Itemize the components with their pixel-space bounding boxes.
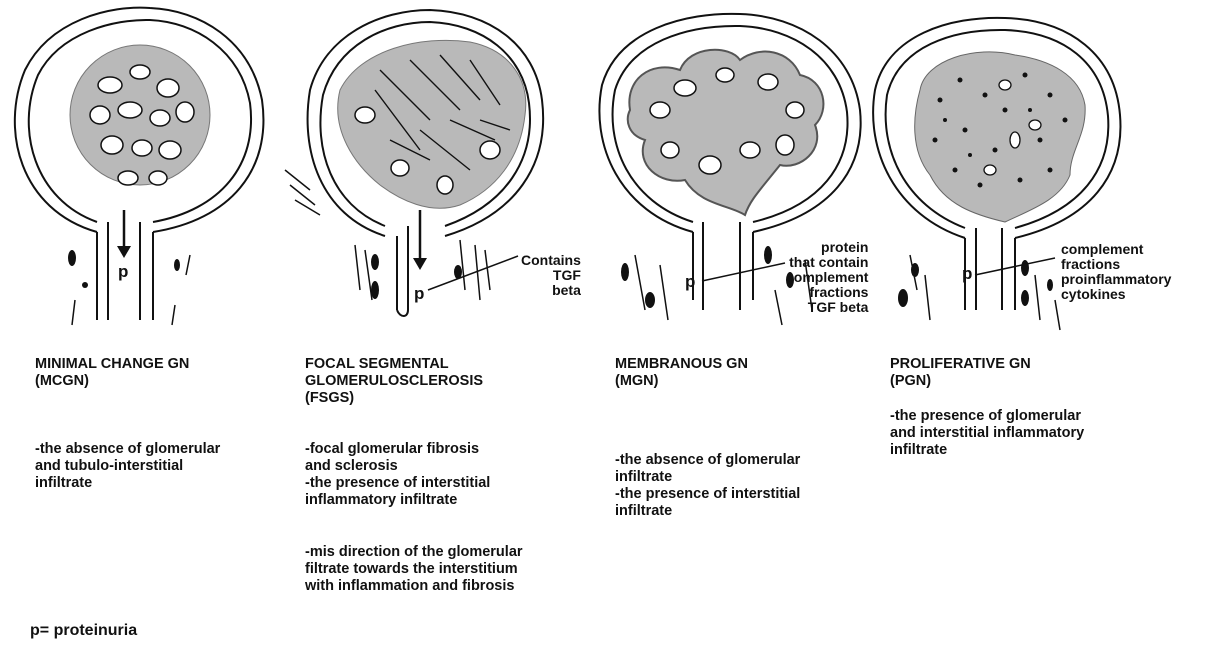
mcgn-glomerulus-drawing [0,0,300,340]
panel-description: -the absence of glomerular infiltrate -t… [615,452,800,520]
proteinuria-marker: p [685,272,695,292]
panel-mgn: p protein that contain complement fracti… [590,0,890,646]
panel-fsgs: p Contains TGF beta FOCAL SEGMENTAL GLOM… [280,0,580,646]
panel-pgn: p complement fractions proinflammatory c… [865,0,1165,646]
panel-title: FOCAL SEGMENTAL GLOMERULOSCLEROSIS (FSGS… [305,356,483,407]
glomerular-tuft [338,40,526,208]
panel-description: -the absence of glomerular and tubulo-in… [35,441,220,492]
legend-proteinuria: p= proteinuria [30,622,137,640]
panel-description: -focal glomerular fibrosis and sclerosis… [305,441,490,509]
panel-title: MINIMAL CHANGE GN (MCGN) [35,356,189,390]
panel-mcgn: p MINIMAL CHANGE GN (MCGN) -the absence … [0,0,300,646]
proteinuria-marker: p [118,262,128,282]
complement-tgf-annotation: protein that contain complement fraction… [786,240,868,315]
panel-title: MEMBRANOUS GN (MGN) [615,356,748,390]
tgf-beta-annotation: Contains TGF beta [521,253,581,298]
glomerular-tuft [915,52,1085,222]
proteinuria-marker: p [414,284,424,304]
panel-title: PROLIFERATIVE GN (PGN) [890,356,1031,390]
complement-cytokines-annotation: complement fractions proinflammatory cyt… [1061,242,1171,302]
proteinuria-marker: p [962,264,972,284]
panel-description-misdirection: -mis direction of the glomerular filtrat… [305,544,523,595]
panel-description: -the presence of glomerular and intersti… [890,408,1084,459]
